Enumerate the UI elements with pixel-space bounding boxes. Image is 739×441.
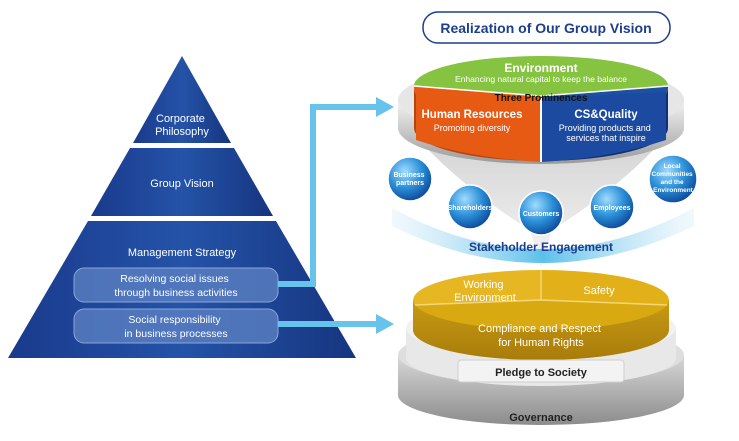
- csq-title: CS&Quality: [574, 109, 638, 121]
- compliance-line2: for Human Rights: [498, 337, 584, 349]
- arrow-lower-head: [376, 314, 394, 334]
- slice-safety: [541, 270, 669, 305]
- pledge-label: Pledge to Society: [495, 367, 588, 379]
- tier2-label: Group Vision: [150, 178, 213, 190]
- ball-employees: [589, 184, 635, 230]
- environment-sub: Enhancing natural capital to keep the ba…: [455, 74, 627, 84]
- svg-text:Resolving social issues: Resolving social issues through business…: [114, 273, 237, 299]
- ball-customers-label: Customers: [523, 211, 560, 218]
- arrow-upper: [278, 104, 376, 287]
- arrow-upper-head: [376, 97, 394, 117]
- vision-title: Realization of Our Group Vision: [440, 20, 651, 36]
- pyramid-tier-1: [133, 56, 231, 143]
- svg-text:Working Environment: Working Environment: [454, 279, 516, 304]
- ball-employees-label: Employees: [594, 205, 631, 212]
- stakeholder-band: Stakeholder Engagement: [392, 208, 694, 263]
- ball-shareholders: [447, 184, 493, 230]
- pledge-band: [457, 359, 625, 383]
- ball-local-communities: [648, 154, 698, 204]
- stakeholder-balls: Business partners Shareholders Customers…: [387, 154, 698, 236]
- csq-sub-line2: services that inspire: [566, 133, 646, 143]
- lower-stack: Governance Pledge to Society Working Env…: [398, 270, 684, 425]
- svg-text:Compliance and Respect f: Compliance and Respect for Human Rights: [478, 323, 604, 349]
- tier1-line1: Corporate: [156, 113, 205, 125]
- svg-text:Providing products and s: Providing products and services that ins…: [559, 123, 654, 143]
- human-sub: Promoting diversity: [434, 123, 511, 133]
- box1-line1: Resolving social issues: [120, 273, 229, 285]
- governance-label: Governance: [509, 412, 573, 424]
- safety-label: Safety: [583, 285, 615, 297]
- svg-text:Corporate Philosophy: Corporate Philosophy: [155, 113, 209, 138]
- human-title: Human Resources: [422, 109, 523, 121]
- svg-text:Social responsibility in: Social responsibility in business proces…: [124, 314, 227, 340]
- csq-sub-line1: Providing products and: [559, 123, 651, 133]
- working-line1: Working: [463, 279, 503, 291]
- ball-customers: [518, 190, 564, 236]
- svg-text:Business partners: Business partners: [393, 172, 426, 187]
- ball-business-partners: [387, 156, 433, 202]
- box1-line2: through business activities: [114, 287, 237, 299]
- box2-line2: in business processes: [124, 328, 227, 340]
- tier3-label: Management Strategy: [128, 247, 237, 259]
- stakeholder-band-label: Stakeholder Engagement: [469, 240, 613, 254]
- working-line2: Environment: [454, 292, 516, 304]
- pyramid-tier-2: [91, 148, 273, 216]
- ball-local-line1: Local: [664, 163, 681, 170]
- vision-title-box: [422, 11, 671, 44]
- ball-local-line2: Communities: [652, 171, 694, 178]
- slice-compliance: [415, 300, 667, 330]
- environment-title: Environment: [504, 61, 577, 75]
- ball-business-line2: partners: [396, 180, 424, 187]
- tier1-line2: Philosophy: [155, 126, 209, 138]
- ball-business-line1: Business: [393, 172, 424, 179]
- compliance-line1: Compliance and Respect: [478, 323, 601, 335]
- svg-text:Local Communities: Local Communities and the Environment: [652, 163, 695, 194]
- slice-working-environment: [413, 270, 541, 305]
- ball-local-line3: and the: [661, 179, 684, 186]
- box2-line1: Social responsibility: [128, 314, 221, 326]
- pyramid: Corporate Philosophy Group Vision Manage…: [8, 56, 356, 358]
- three-prominences-caption: Three Prominences: [495, 93, 588, 104]
- ball-shareholders-label: Shareholders: [448, 205, 493, 212]
- upper-stack: Environment Enhancing natural capital to…: [398, 56, 684, 164]
- ball-local-line4: Environment: [653, 187, 694, 194]
- connector-arrows: [278, 97, 394, 334]
